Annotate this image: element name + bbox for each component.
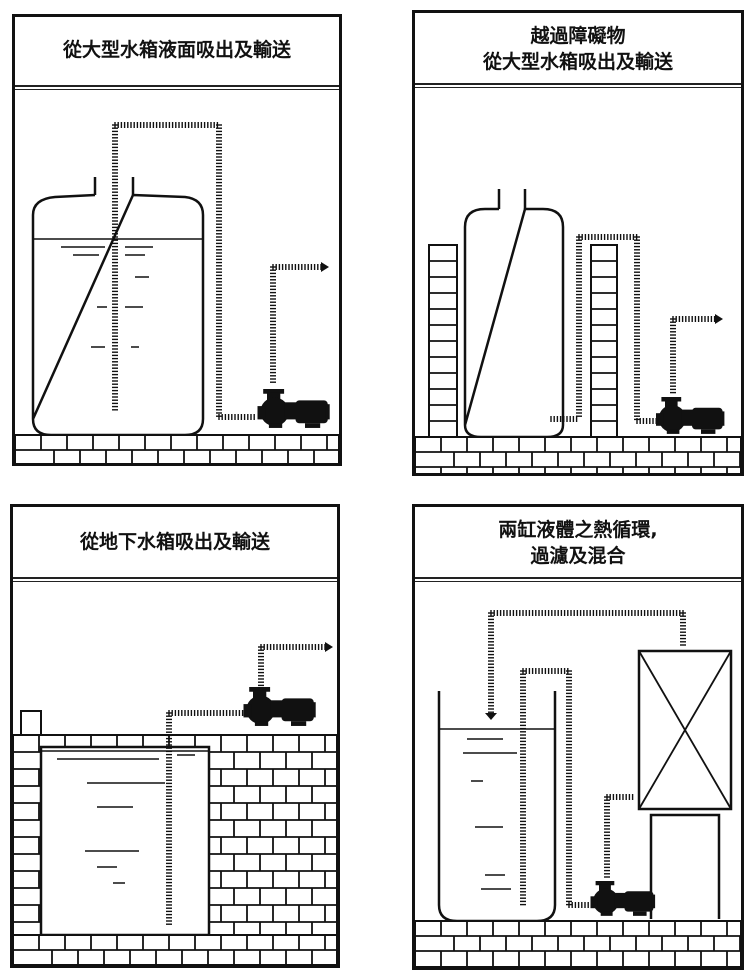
tank	[463, 207, 565, 439]
tank-a	[437, 691, 557, 923]
panel-title-line-2: 過濾及混合	[530, 545, 626, 567]
title-divider	[15, 85, 339, 90]
pump-icon	[656, 397, 725, 434]
underground-tank	[39, 745, 211, 937]
liquid-level-marks	[463, 738, 517, 890]
pipe	[604, 794, 634, 878]
pipe	[258, 644, 326, 687]
pipe	[270, 264, 322, 383]
brick-wall	[13, 934, 337, 965]
diagram-two-tank-circulation	[415, 610, 741, 967]
diagram-over-obstacle	[415, 189, 741, 473]
panel-title-line-1: 從大型水箱液面吸出及輸送	[62, 39, 291, 61]
diagram-underground-tank	[13, 642, 337, 965]
pipe	[166, 710, 244, 925]
pump-icon	[243, 687, 316, 726]
pipe	[550, 234, 657, 424]
filter-cross	[638, 650, 732, 810]
liquid-level-marks	[61, 246, 153, 348]
flow-arrow	[715, 314, 723, 324]
filter-stand	[649, 813, 721, 919]
brick-wall	[590, 244, 618, 438]
panel-over-obstacle: 越過障礙物 從大型水箱吸出及輸送	[412, 10, 744, 476]
brick-wall	[415, 920, 741, 967]
pump-icon	[257, 389, 330, 428]
pipe	[488, 610, 686, 713]
brick-wall	[428, 244, 458, 438]
diagram-large-tank	[15, 122, 339, 463]
flow-arrow	[321, 262, 329, 272]
panel-title-line-1: 越過障礙物	[530, 25, 626, 47]
pipe	[520, 668, 593, 908]
title-divider	[415, 577, 741, 582]
diagram-artwork	[13, 642, 337, 965]
flow-arrow	[485, 713, 497, 720]
panel-title: 越過障礙物 從大型水箱吸出及輸送	[415, 23, 741, 75]
panel-two-tank-circulation: 兩缸液體之熱循環, 過濾及混合	[412, 504, 744, 970]
panel-title: 兩缸液體之熱循環, 過濾及混合	[415, 517, 741, 569]
liquid-level-marks	[57, 754, 195, 884]
panel-underground-tank: 從地下水箱吸出及輸送	[10, 504, 340, 968]
panel-title-line-1: 從地下水箱吸出及輸送	[79, 531, 270, 553]
diagram-artwork	[415, 610, 741, 967]
brick-wall	[415, 436, 741, 473]
pipe	[670, 316, 716, 394]
title-divider	[13, 577, 337, 582]
panel-large-tank-surface: 從大型水箱液面吸出及輸送	[12, 14, 342, 466]
panel-title: 從地下水箱吸出及輸送	[13, 529, 337, 555]
diagram-artwork	[415, 189, 741, 473]
pump-icon	[590, 881, 656, 916]
diagram-artwork	[15, 122, 339, 463]
large-tank	[31, 193, 205, 437]
brick-wall	[15, 434, 339, 463]
panel-title-line-2: 從大型水箱吸出及輸送	[482, 51, 673, 73]
title-divider	[415, 83, 741, 88]
panel-title-line-1: 兩缸液體之熱循環,	[498, 519, 658, 541]
pipe	[112, 122, 255, 420]
flow-arrow	[325, 642, 333, 652]
ground-step	[20, 710, 42, 736]
panel-title: 從大型水箱液面吸出及輸送	[15, 37, 339, 63]
